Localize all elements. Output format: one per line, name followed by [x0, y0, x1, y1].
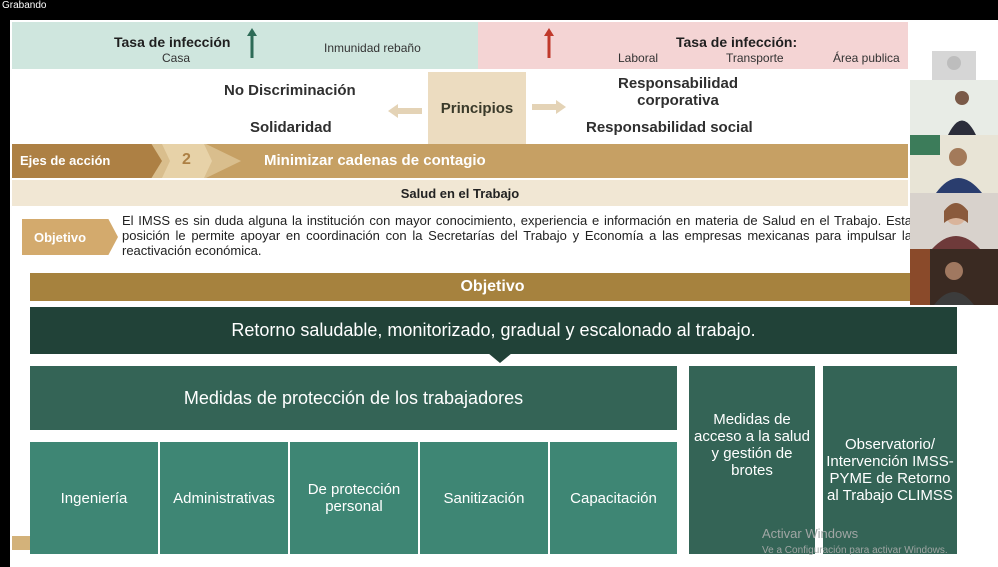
activate-windows-title: Activar Windows [762, 526, 859, 541]
right-arrow-icon [532, 100, 566, 114]
observatory-box: Observatorio/ Intervención IMSS-PYME de … [823, 366, 957, 554]
principle-solidarity: Solidaridad [250, 119, 332, 136]
objective-bar: Objetivo [30, 273, 955, 301]
presentation-slide: Tasa de infección Casa Inmunidad rebaño … [10, 20, 998, 567]
axes-title-chevron: Minimizar cadenas de contagio [206, 144, 908, 178]
participant-tile-empty[interactable] [910, 47, 998, 80]
participant-video[interactable] [910, 249, 998, 305]
principles-box: Principios [428, 72, 526, 144]
infection-up-arrow-icon [247, 28, 257, 58]
principle-social-responsibility: Responsabilidad social [586, 119, 753, 136]
infection-up-arrow-red-icon [544, 28, 554, 58]
principle-no-discrimination: No Discriminación [224, 82, 356, 99]
left-arrow-icon [388, 104, 422, 118]
axes-number: 2 [182, 151, 191, 168]
avatar-placeholder-icon [932, 51, 976, 80]
minimize-icon[interactable]: — [912, 26, 926, 42]
participant-video[interactable] [910, 135, 998, 193]
axes-number-chevron: 2 [162, 144, 212, 178]
work-infection-title: Tasa de infección: [676, 34, 798, 50]
restore-icon[interactable]: ⧉ [948, 26, 958, 41]
work-infection-item: Área publica [833, 51, 900, 65]
participant-video[interactable] [910, 193, 998, 249]
corner-accent [12, 536, 30, 550]
home-infection-title: Tasa de infección [114, 34, 231, 50]
activate-windows-subtitle: Ve a Configuración para activar Windows. [762, 545, 948, 556]
participant-panel [910, 47, 998, 307]
measure-training: Capacitación [550, 442, 677, 554]
recording-label: Grabando [2, 0, 47, 11]
close-icon[interactable]: ✕ [979, 26, 991, 41]
protection-measures-header: Medidas de protección de los trabajadore… [30, 366, 677, 430]
objective-tag: Objetivo [22, 219, 118, 255]
section-title: Salud en el Trabajo [12, 180, 908, 206]
work-infection-item: Transporte [726, 51, 784, 65]
measure-administrative: Administrativas [160, 442, 288, 554]
work-infection-panel: Tasa de infección: Laboral Transporte Ár… [478, 22, 908, 69]
work-infection-item: Laboral [618, 51, 659, 65]
herd-immunity-label: Inmunidad rebaño [324, 41, 421, 55]
participant-video-icon [910, 193, 998, 249]
objective-text: El IMSS es sin duda alguna la institució… [122, 213, 912, 258]
home-infection-panel: Tasa de infección Casa Inmunidad rebaño [12, 22, 478, 69]
goal-banner: Retorno saludable, monitorizado, gradual… [30, 307, 957, 354]
axes-label: Ejes de acción [20, 153, 111, 168]
participant-video-icon [910, 249, 998, 305]
participant-video-icon [910, 135, 998, 193]
measure-engineering: Ingeniería [30, 442, 158, 554]
home-infection-sub: Casa [162, 51, 191, 65]
participant-video[interactable] [910, 80, 998, 135]
measure-personal-protection: De protección personal [290, 442, 418, 554]
health-access-box: Medidas de acceso a la salud y gestión d… [689, 366, 815, 554]
axes-title: Minimizar cadenas de contagio [264, 152, 486, 169]
measure-sanitization: Sanitización [420, 442, 548, 554]
principle-corporate-responsibility: Responsabilidad corporativa [617, 75, 739, 109]
axes-label-chevron: Ejes de acción [12, 144, 162, 178]
participant-video-icon [910, 80, 998, 135]
goal-banner-pointer [488, 353, 512, 363]
